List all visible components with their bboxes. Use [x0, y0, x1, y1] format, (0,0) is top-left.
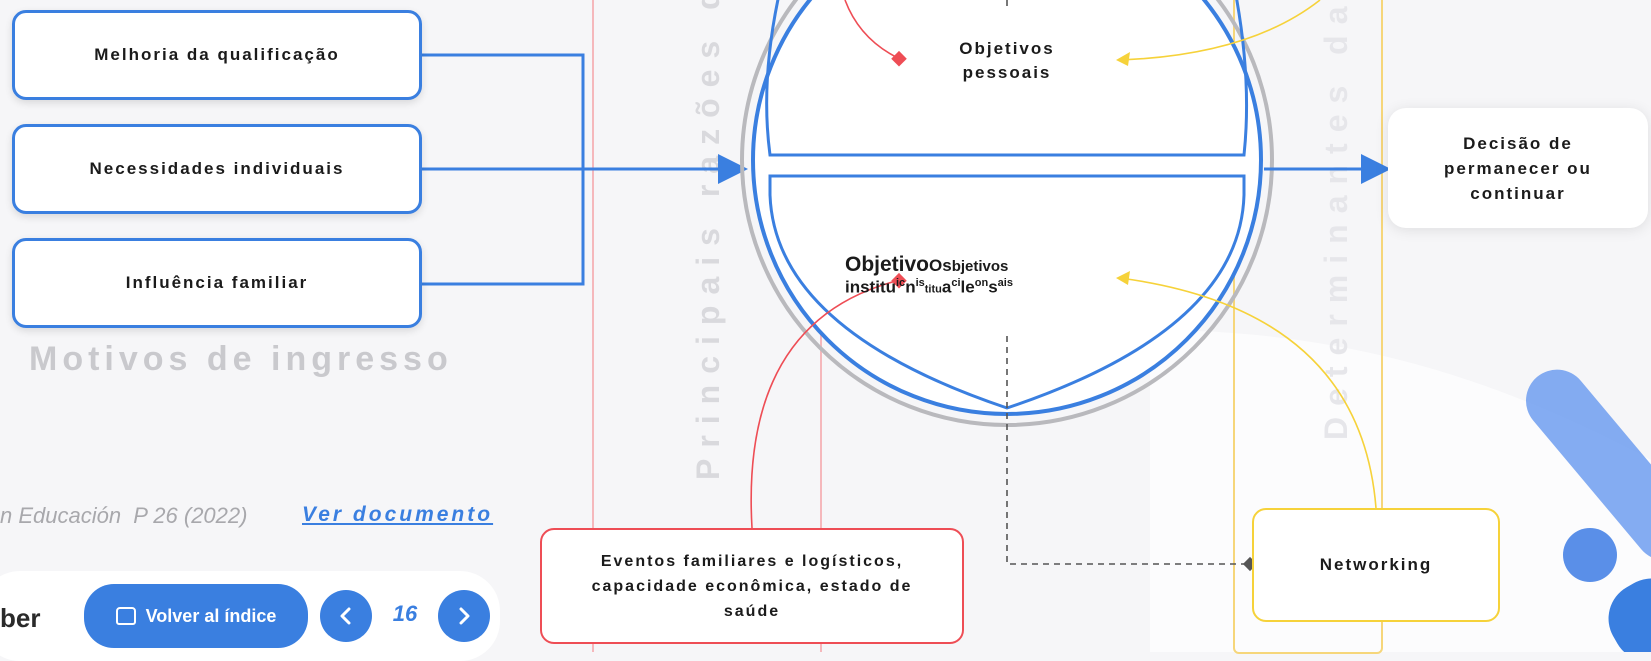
circle-bottom-label-part-g: is: [915, 277, 925, 289]
networking-box: Networking: [1252, 508, 1500, 622]
chevron-left-icon: [340, 607, 351, 625]
prev-page-button[interactable]: [320, 590, 372, 642]
yellow-arrowhead-bottom: [1116, 271, 1130, 285]
entry-motive-box-2: Necessidades individuais: [12, 124, 422, 214]
circle-bottom-label-part-c: bjetivos: [951, 258, 1009, 275]
circle-bottom-label-part-b: Os: [929, 256, 952, 275]
dropout-band-left-line: [592, 0, 594, 652]
circle-bottom-label-part-n: on: [974, 277, 989, 289]
circle-bottom-label-part-i: tu: [931, 283, 942, 296]
back-to-index-button[interactable]: Volver al índice: [84, 584, 308, 648]
circle-bottom-label-part-d: institu: [845, 277, 896, 297]
circle-top-label: Objetivos pessoais: [959, 39, 1055, 82]
decision-box: Decisão de permanecer ou continuar: [1388, 108, 1648, 228]
circle-bottom-label-part-p: ais: [997, 277, 1013, 289]
circle-bottom-label-part-m: e: [965, 277, 975, 297]
upper-half-outline: [765, 0, 1249, 157]
entry-motive-box-3: Influência familiar: [12, 238, 422, 328]
dropout-factors-box: Eventos familiares e logísticos, capacid…: [540, 528, 964, 644]
yellow-curve-top: [1119, 0, 1321, 61]
red-diamond-bottom: [891, 272, 907, 289]
circle-bottom-label-part-h: ti: [924, 283, 932, 296]
home-icon: [115, 607, 136, 625]
next-page-button[interactable]: [438, 590, 490, 642]
dashed-connector: [1006, 336, 1245, 565]
circle-bottom-label-part-o: s: [988, 277, 998, 297]
page-number: 16: [392, 601, 418, 626]
citation-text: n Educación P 26 (2022): [0, 503, 248, 528]
circle-bottom-label-part-k: ci: [951, 277, 961, 289]
red-curve-top: [844, 0, 901, 60]
entry-motives-title: Motivos de ingresso: [29, 340, 453, 378]
circle-bottom-label-part-l: l: [960, 277, 966, 297]
circle-bottom-label-part-a: Objetivo: [845, 253, 930, 276]
chevron-right-icon: [459, 607, 470, 625]
brand-fragment: ber: [0, 603, 41, 633]
circle-bottom-label-part-e: ic: [896, 277, 906, 289]
circle-bottom-label-part-j: a: [941, 277, 952, 297]
back-to-index-label: Volver al índice: [145, 605, 277, 626]
yellow-curve-bottom: [1119, 277, 1377, 509]
circle-bottom-label-part-f: n: [905, 277, 916, 297]
yellow-arrowhead-top: [1116, 52, 1130, 66]
circle-bottom-label: ObjetivoOsbjetivos instituicnistituacile…: [845, 253, 1105, 297]
red-curve-bottom: [750, 279, 901, 529]
view-document-link[interactable]: Ver documento: [302, 503, 494, 526]
entry-motive-box-1: Melhoria da qualificação: [12, 10, 422, 100]
